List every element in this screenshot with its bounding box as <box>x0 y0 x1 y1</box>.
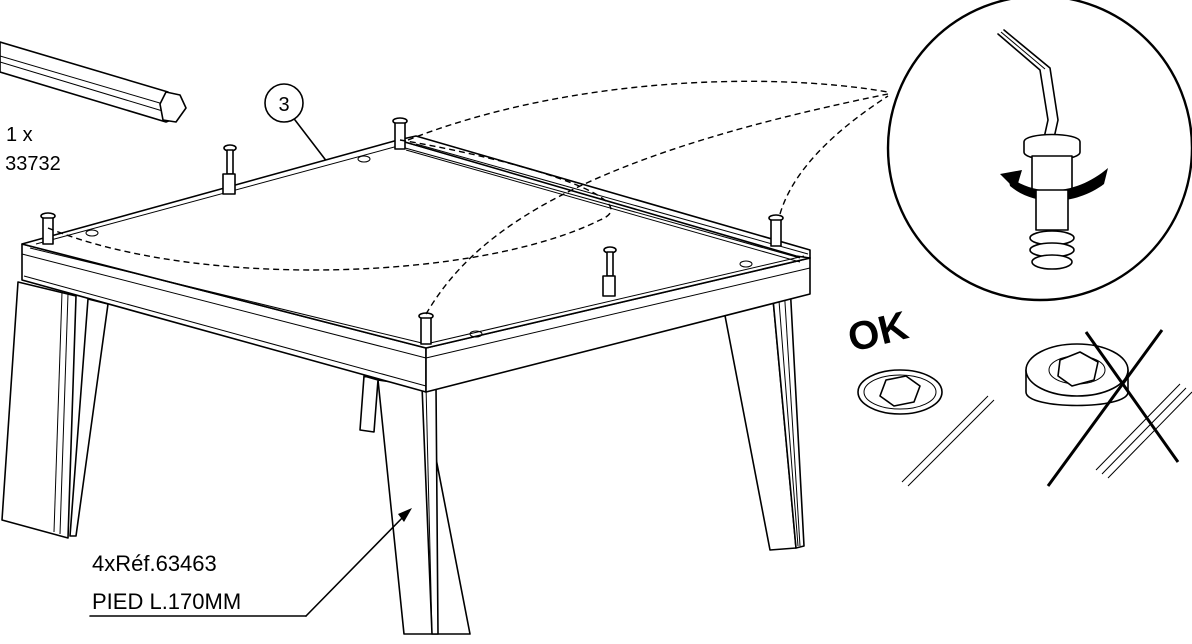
hex-key-tool <box>0 41 187 123</box>
incorrect-raised-bolt <box>1025 329 1192 487</box>
bolt-loose-left <box>222 144 237 195</box>
dashed-leaders <box>47 80 889 315</box>
detail-tightening-view <box>886 0 1192 302</box>
ok-label: OK <box>844 303 913 360</box>
legs-name: PIED L.170MM <box>92 589 241 614</box>
hex-key-quantity: 1 x <box>6 124 33 146</box>
table-leg-left-front <box>1 281 109 539</box>
legs-reference: 4xRéf.63463 <box>92 551 217 576</box>
bolt-right <box>768 214 784 247</box>
part-number-label: 3 <box>278 94 289 116</box>
bolt-loose-right <box>602 246 617 297</box>
hex-key-reference: . 33732 <box>0 153 61 175</box>
legs-callout: 4xRéf.63463 PIED L.170MM <box>89 508 412 617</box>
bolt-back <box>392 117 408 150</box>
bolt-front <box>418 312 434 345</box>
part-number-callout: 3 <box>264 83 348 190</box>
bolt-top-left <box>40 212 56 245</box>
table-leg-center-front <box>359 375 471 635</box>
table-leg-right <box>721 283 805 551</box>
correct-flush-bolt <box>857 369 995 487</box>
